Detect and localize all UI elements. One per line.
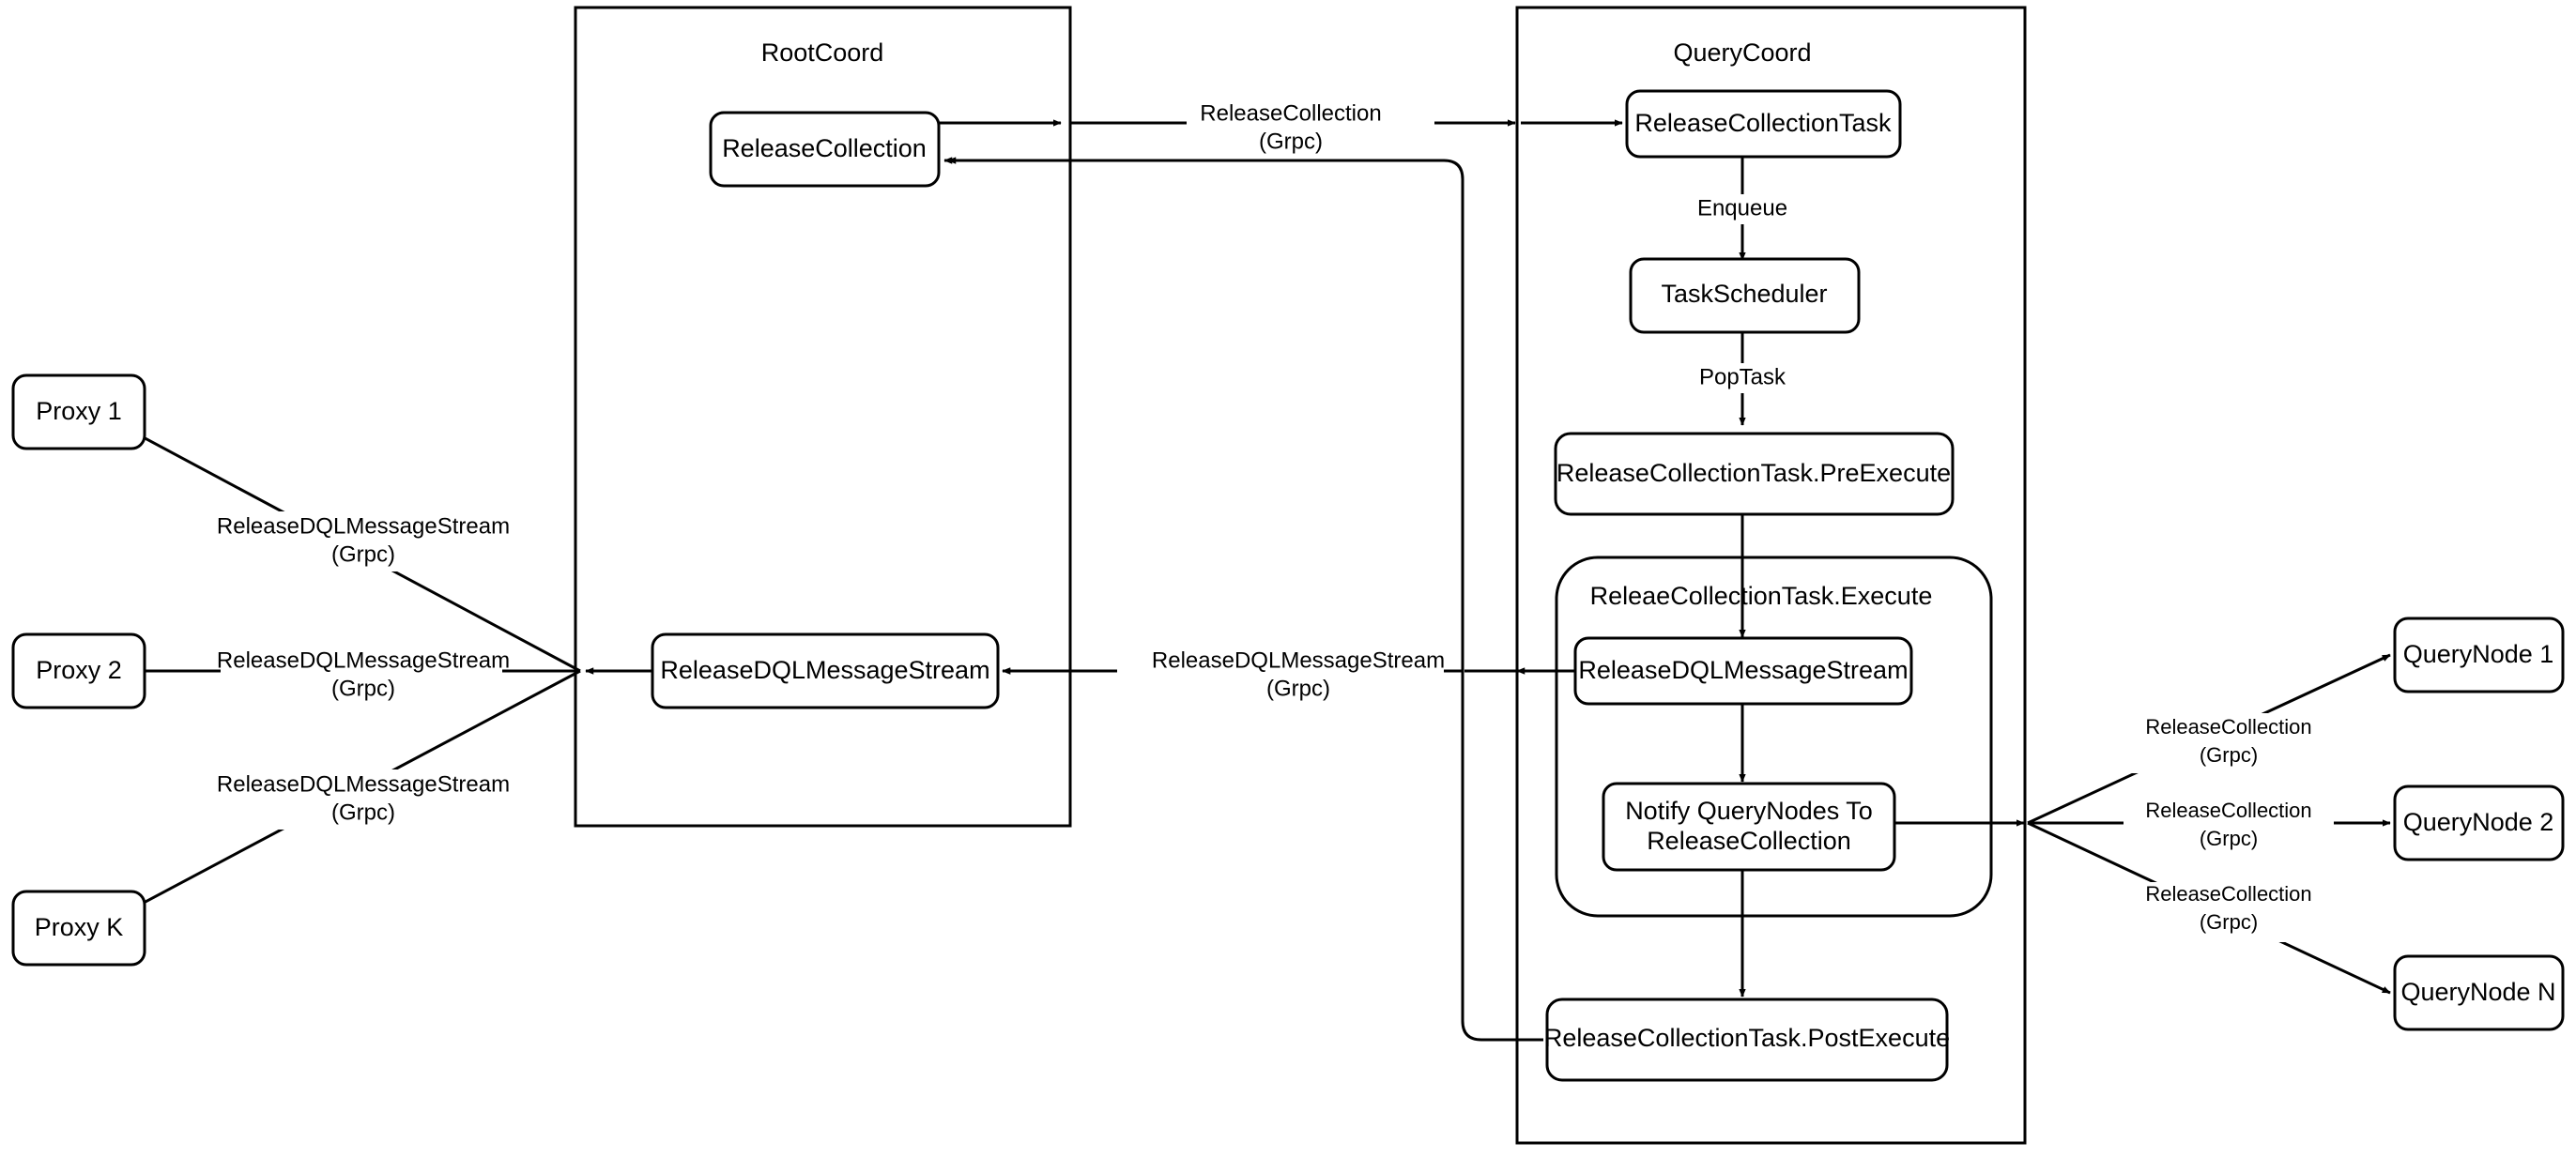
node-proxy-2-label: Proxy 2 — [36, 656, 122, 684]
edge-label-line1: ReleaseDQLMessageStream — [217, 771, 510, 797]
edge-label-releasecollection-grpc-qnn: ReleaseCollection (Grpc) — [2124, 882, 2334, 942]
node-proxy-1-label: Proxy 1 — [36, 397, 122, 425]
edge-label-line2: (Grpc) — [2200, 827, 2258, 850]
edge-label-line2: (Grpc) — [1266, 676, 1330, 701]
node-querycoord-notify-querynodes-label-line2: ReleaseCollection — [1647, 827, 1851, 855]
node-rootcoord-releasedqlmessagestream[interactable]: ReleaseDQLMessageStream — [651, 632, 1000, 709]
node-proxy-2[interactable]: Proxy 2 — [11, 632, 146, 709]
node-querynode-2-label: QueryNode 2 — [2403, 808, 2554, 836]
edge-label-line1: ReleaseDQLMessageStream — [217, 513, 510, 539]
node-querycoord-releasedqlmessagestream[interactable]: ReleaseDQLMessageStream — [1573, 636, 1913, 706]
node-querycoord-preexecute-label: ReleaseCollectionTask.PreExecute — [1556, 459, 1951, 487]
edge-label-line1: ReleaseCollection — [2145, 799, 2311, 822]
group-releasecollectiontask-execute-title: ReleaeCollectionTask.Execute — [1590, 582, 1933, 610]
node-querycoord-taskscheduler-label: TaskScheduler — [1661, 280, 1827, 308]
edge-label-releasedql-grpc-proxy1: ReleaseDQLMessageStream (Grpc) — [217, 511, 510, 571]
edge-label-enqueue-text: Enqueue — [1697, 195, 1787, 221]
node-querynode-n[interactable]: QueryNode N — [2393, 954, 2565, 1031]
node-querynode-2[interactable]: QueryNode 2 — [2393, 785, 2565, 861]
edge-label-releasedql-grpc-proxy2: ReleaseDQLMessageStream (Grpc) — [217, 647, 510, 701]
edge-label-line1: ReleaseDQLMessageStream — [217, 647, 510, 673]
node-querycoord-postexecute-label: ReleaseCollectionTask.PostExecute — [1544, 1024, 1950, 1052]
node-querycoord-releasecollectiontask-label: ReleaseCollectionTask — [1634, 109, 1892, 137]
edge-label-releasecollection-grpc-qn2: ReleaseCollection (Grpc) — [2124, 798, 2334, 858]
edge-label-releasecollection-grpc-qn1: ReleaseCollection (Grpc) — [2124, 713, 2334, 773]
container-querycoord: QueryCoord — [1515, 6, 2027, 1145]
container-rootcoord: RootCoord — [574, 6, 1072, 828]
edge-label-line2: (Grpc) — [331, 541, 395, 567]
node-querycoord-notify-querynodes[interactable]: Notify QueryNodes To ReleaseCollection — [1602, 782, 1896, 872]
node-proxy-k-label: Proxy K — [35, 913, 124, 941]
node-querynode-n-label: QueryNode N — [2400, 978, 2555, 1006]
node-querycoord-taskscheduler[interactable]: TaskScheduler — [1629, 257, 1861, 334]
node-querycoord-releasecollectiontask[interactable]: ReleaseCollectionTask — [1625, 89, 1902, 159]
edge-label-line1: ReleaseCollection — [1200, 100, 1381, 126]
edge-label-line2: (Grpc) — [2200, 743, 2258, 767]
group-releasecollectiontask-execute: ReleaeCollectionTask.Execute — [1555, 556, 1993, 918]
edge-label-line2: (Grpc) — [1259, 129, 1323, 154]
node-querynode-1-label: QueryNode 1 — [2403, 640, 2554, 668]
edge-label-line1: ReleaseCollection — [2145, 715, 2311, 739]
edge-postexecute-return — [943, 157, 1543, 1042]
node-querynode-1[interactable]: QueryNode 1 — [2393, 617, 2565, 693]
node-querycoord-postexecute[interactable]: ReleaseCollectionTask.PostExecute — [1544, 998, 1950, 1082]
node-rootcoord-releasecollection[interactable]: ReleaseCollection — [709, 111, 941, 188]
edge-label-releasedql-grpc-proxyk: ReleaseDQLMessageStream (Grpc) — [217, 769, 510, 830]
node-rootcoord-releasedqlmessagestream-label: ReleaseDQLMessageStream — [660, 656, 989, 684]
edge-label-enqueue: Enqueue — [1680, 194, 1806, 224]
edge-label-line2: (Grpc) — [331, 800, 395, 825]
edge-label-line2: (Grpc) — [331, 676, 395, 701]
edge-label-line1: ReleaseDQLMessageStream — [1152, 647, 1445, 673]
edge-label-poptask-text: PopTask — [1699, 364, 1786, 389]
node-rootcoord-releasecollection-label: ReleaseCollection — [722, 134, 927, 162]
node-querycoord-releasedqlmessagestream-label: ReleaseDQLMessageStream — [1578, 656, 1908, 684]
node-querycoord-notify-querynodes-label-line1: Notify QueryNodes To — [1625, 797, 1873, 825]
node-proxy-1[interactable]: Proxy 1 — [11, 373, 146, 450]
edge-label-line2: (Grpc) — [2200, 910, 2258, 934]
edge-label-line1: ReleaseCollection — [2145, 882, 2311, 906]
edge-label-releasecollection-grpc-top: ReleaseCollection (Grpc) — [1187, 100, 1434, 154]
node-proxy-k[interactable]: Proxy K — [11, 890, 146, 967]
edge-label-releasedql-grpc-mid: ReleaseDQLMessageStream (Grpc) — [1117, 647, 1445, 701]
edge-label-poptask: PopTask — [1686, 363, 1801, 393]
container-querycoord-title: QueryCoord — [1673, 38, 1811, 67]
container-rootcoord-title: RootCoord — [761, 38, 884, 67]
node-querycoord-preexecute[interactable]: ReleaseCollectionTask.PreExecute — [1554, 432, 1955, 516]
